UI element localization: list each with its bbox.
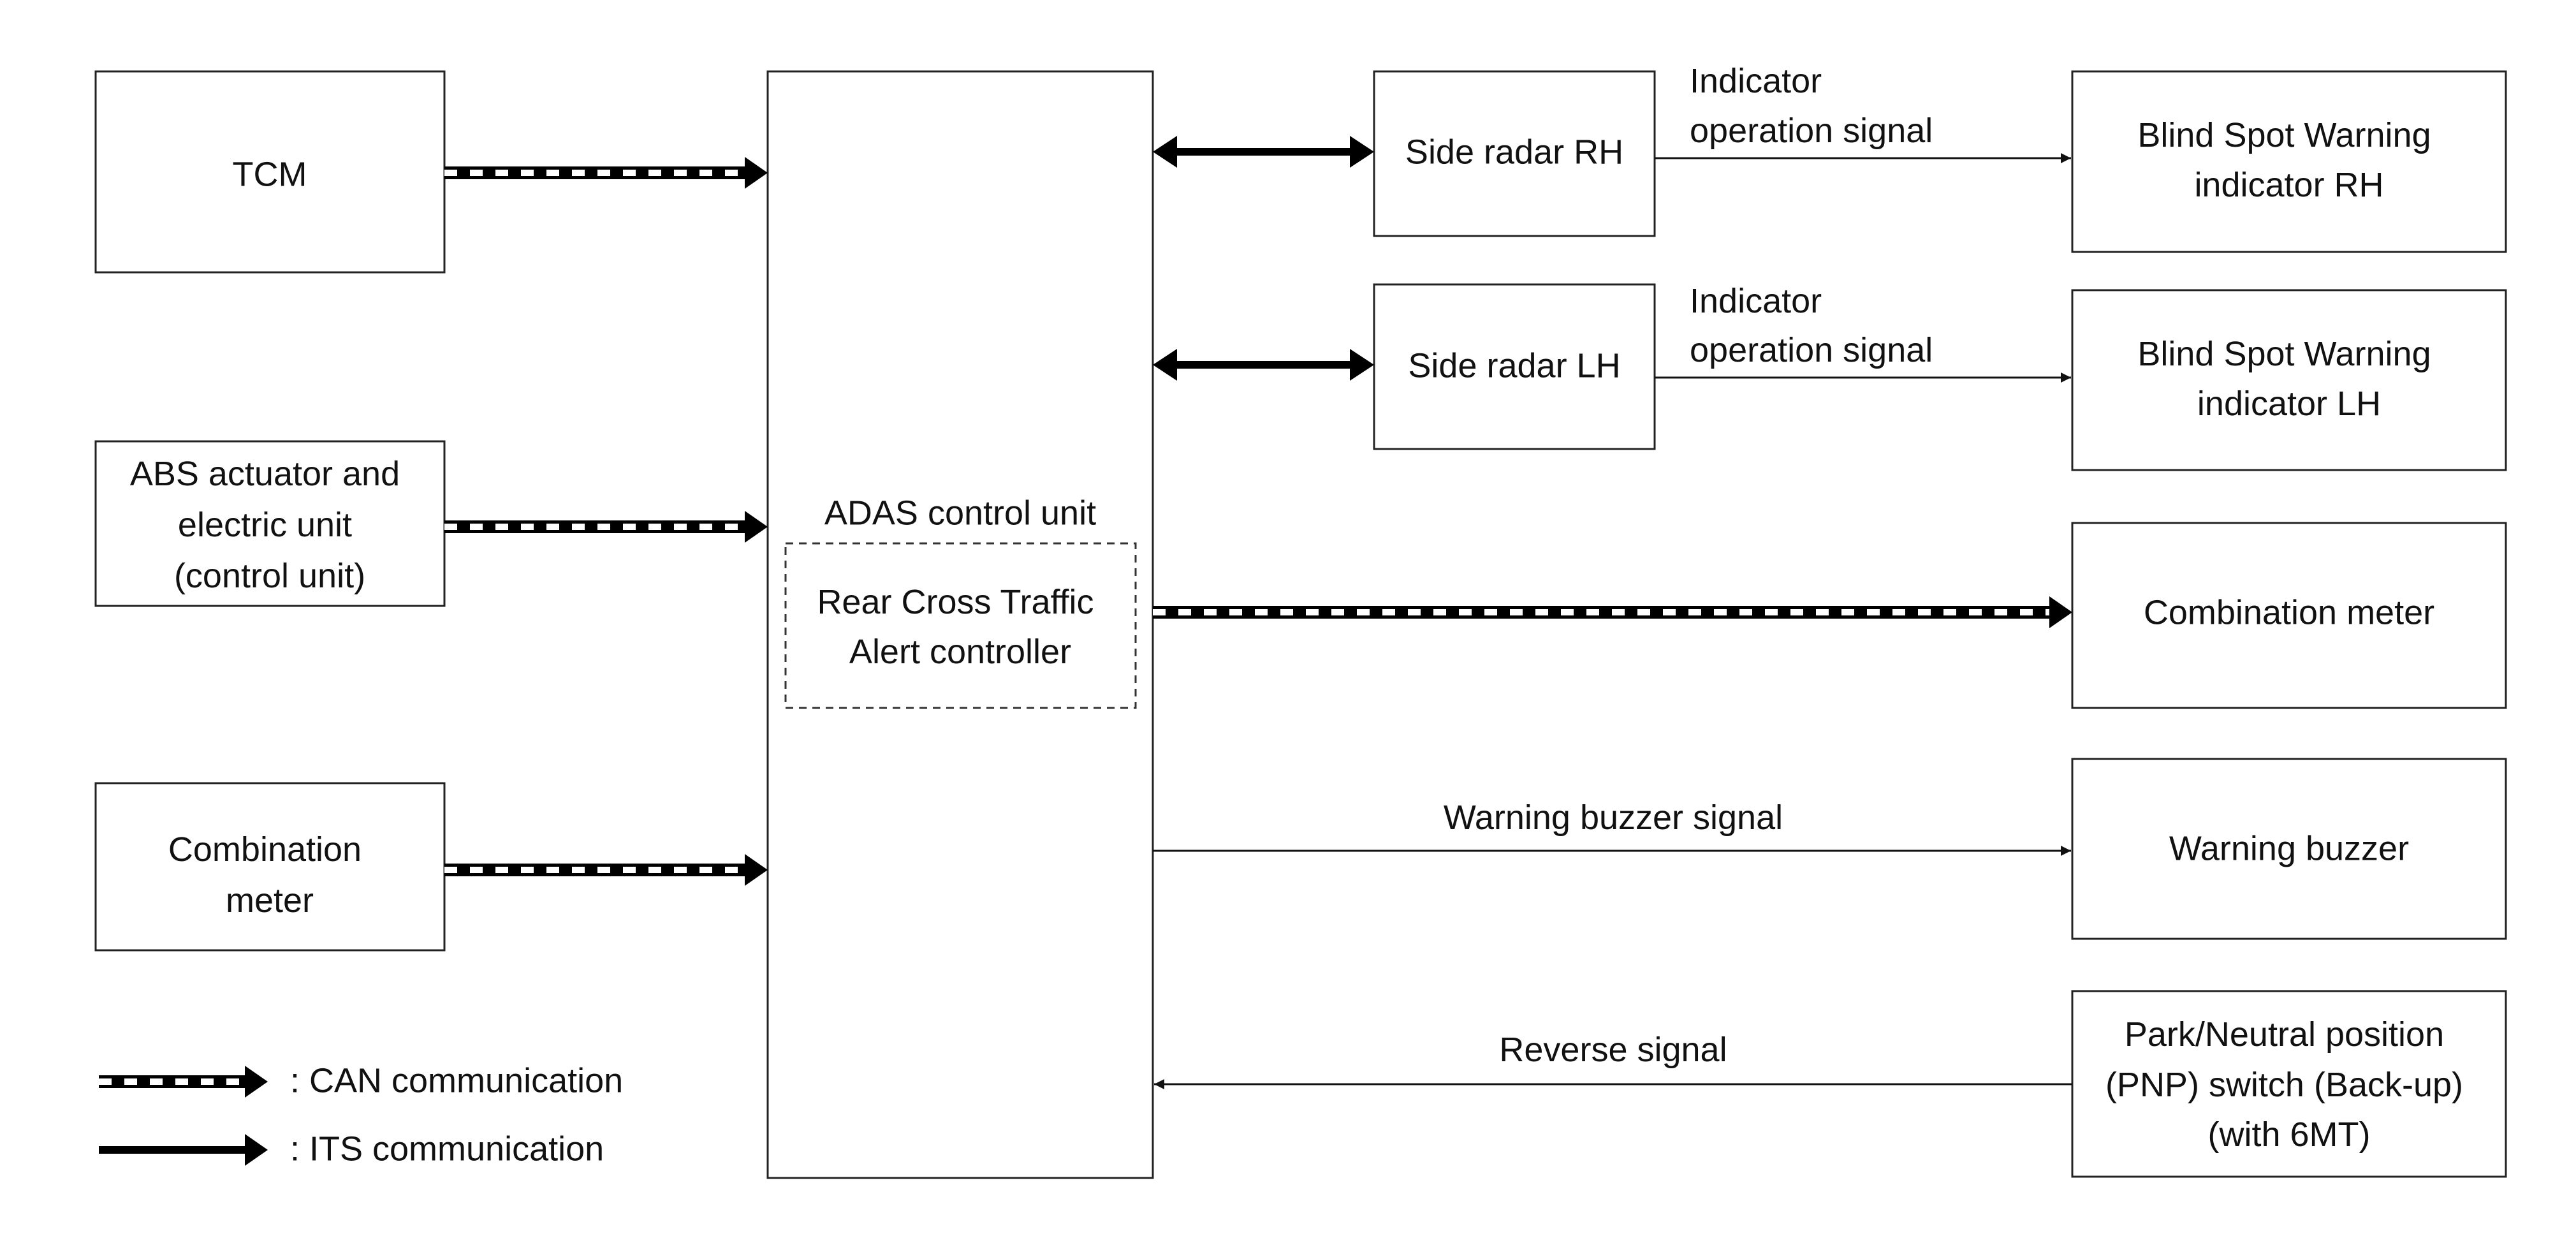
abs-label-line-1: ABS actuator and xyxy=(130,455,400,493)
combination-meter-left-line-2: meter xyxy=(226,881,314,920)
bsw-rh-line-1: Blind Spot Warning xyxy=(2137,116,2431,154)
legend-can-arrow xyxy=(99,1066,268,1098)
blind-spot-warning-rh-label: Blind Spot Warning indicator RH xyxy=(2137,116,2440,204)
indicator-lh-line-2: operation signal xyxy=(1690,331,1933,369)
indicator-lh-line-1: Indicator xyxy=(1690,282,1822,320)
pnp-line-2: (PNP) switch (Back-up) xyxy=(2105,1066,2463,1104)
tcm-label: TCM xyxy=(233,155,307,193)
indicator-rh-line-1: Indicator xyxy=(1690,62,1822,100)
pnp-switch-label: Park/Neutral position (PNP) switch (Back… xyxy=(2105,1015,2473,1154)
indicator-signal-lh-label: Indicator operation signal xyxy=(1690,282,1933,369)
side-radar-lh-label: Side radar LH xyxy=(1408,346,1620,385)
pnp-line-1: Park/Neutral position xyxy=(2125,1015,2444,1054)
can-arrow-combo-to-adas xyxy=(444,854,768,886)
combination-meter-left-line-1: Combination xyxy=(168,830,362,869)
abs-label: ABS actuator and electric unit (control … xyxy=(130,455,409,595)
combination-meter-left-block: Combination meter xyxy=(94,782,446,952)
rcta-line-2: Alert controller xyxy=(849,633,1071,671)
tcm-block: TCM xyxy=(94,70,446,274)
warning-buzzer-signal-label: Warning buzzer signal xyxy=(1444,798,1783,837)
side-radar-rh-block: Side radar RH xyxy=(1373,70,1656,237)
adas-control-unit-block: ADAS control unit Rear Cross Traffic Ale… xyxy=(766,70,1154,1179)
indicator-signal-rh: Indicator operation signal xyxy=(1655,62,2071,163)
pnp-switch-block: Park/Neutral position (PNP) switch (Back… xyxy=(2071,990,2507,1178)
rcta-line-1: Rear Cross Traffic xyxy=(817,583,1094,621)
blind-spot-warning-rh-block: Blind Spot Warning indicator RH xyxy=(2071,70,2507,253)
indicator-signal-rh-label: Indicator operation signal xyxy=(1690,62,1933,150)
side-radar-rh-label: Side radar RH xyxy=(1405,133,1623,171)
warning-buzzer-label: Warning buzzer xyxy=(2169,829,2409,867)
combination-meter-right-block: Combination meter xyxy=(2071,522,2507,709)
can-arrow-abs-to-adas xyxy=(444,511,768,543)
combination-meter-left-label: Combination meter xyxy=(168,830,371,920)
rcta-controller-box xyxy=(784,542,1137,709)
combination-meter-right-label: Combination meter xyxy=(2144,593,2434,631)
blind-spot-warning-lh-label: Blind Spot Warning indicator LH xyxy=(2137,335,2440,423)
blind-spot-warning-lh-block: Blind Spot Warning indicator LH xyxy=(2071,289,2507,471)
its-arrow-adas-side-radar-lh xyxy=(1153,349,1374,381)
abs-label-line-3: (control unit) xyxy=(174,557,365,595)
reverse-signal-label: Reverse signal xyxy=(1499,1031,1727,1069)
indicator-signal-lh: Indicator operation signal xyxy=(1655,282,2071,383)
warning-buzzer-block: Warning buzzer xyxy=(2071,758,2507,940)
bsw-lh-line-1: Blind Spot Warning xyxy=(2137,335,2431,373)
abs-label-line-2: electric unit xyxy=(178,506,352,544)
legend-its-label: : ITS communication xyxy=(290,1129,604,1168)
rcta-controller-label: Rear Cross Traffic Alert controller xyxy=(817,583,1103,671)
bsw-lh-line-2: indicator LH xyxy=(2197,385,2381,423)
side-radar-lh-block: Side radar LH xyxy=(1373,283,1656,450)
indicator-rh-line-2: operation signal xyxy=(1690,112,1933,150)
pnp-line-3: (with 6MT) xyxy=(2208,1115,2371,1154)
legend-can-label: : CAN communication xyxy=(290,1061,623,1100)
bsw-rh-line-2: indicator RH xyxy=(2194,166,2383,204)
can-arrow-tcm-to-adas xyxy=(444,157,768,189)
warning-buzzer-signal: Warning buzzer signal xyxy=(1153,798,2071,856)
legend-its-arrow xyxy=(99,1134,268,1166)
its-arrow-adas-side-radar-rh xyxy=(1153,136,1374,168)
abs-block: ABS actuator and electric unit (control … xyxy=(94,440,446,607)
can-arrow-adas-to-combination-meter xyxy=(1153,596,2072,628)
adas-control-unit-label: ADAS control unit xyxy=(824,494,1096,532)
legend: : CAN communication : ITS communication xyxy=(99,1061,623,1168)
reverse-signal: Reverse signal xyxy=(1154,1031,2072,1089)
